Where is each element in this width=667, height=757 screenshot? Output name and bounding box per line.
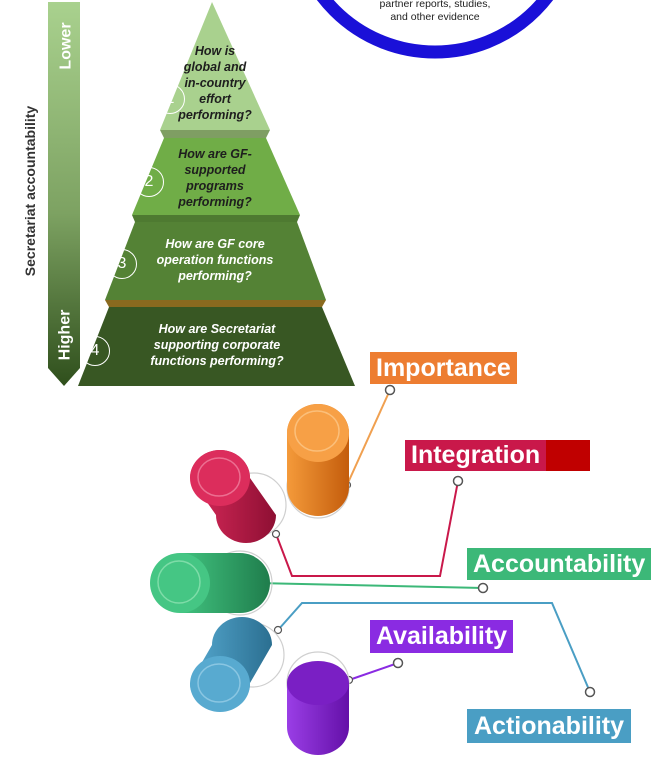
availability-cylinder bbox=[286, 651, 350, 755]
tier-4-number: 4 bbox=[80, 336, 110, 366]
tier-2-question-line: How are GF- bbox=[178, 147, 252, 161]
tier-4-question: How are Secretariat supporting corporate… bbox=[137, 321, 297, 369]
evidence-ring bbox=[316, 0, 554, 59]
tier-1-edge bbox=[160, 130, 270, 138]
integration-cylinder bbox=[190, 450, 287, 543]
actionability-node-start bbox=[273, 625, 283, 635]
actionability-node-end bbox=[584, 686, 596, 698]
principle-label-importance: Importance bbox=[370, 352, 517, 384]
tier-1-question-line: global and bbox=[183, 60, 247, 74]
principle-label-integration: Integration bbox=[405, 440, 590, 471]
integration-node-start bbox=[271, 529, 281, 539]
evidence-text-line2: and other evidence bbox=[390, 11, 480, 23]
accountability-connector bbox=[255, 582, 484, 589]
principle-label-accountability: Accountability bbox=[467, 548, 652, 580]
tier-1-number: 1 bbox=[155, 84, 185, 114]
tier-4-question-line: functions performing? bbox=[150, 354, 284, 368]
actionability-connector bbox=[277, 602, 591, 693]
tier-2-edge bbox=[132, 215, 300, 222]
evidence-circle-text: partner reports, studies, and other evid… bbox=[335, 0, 535, 24]
tier-2-question-line: programs bbox=[186, 179, 244, 193]
tier-3-question: How are GF core operation functions perf… bbox=[140, 236, 290, 284]
actionability-cylinder bbox=[190, 617, 285, 712]
tier-3-question-line: performing? bbox=[178, 269, 252, 283]
availability-node-end bbox=[392, 657, 404, 669]
availability-connector bbox=[348, 662, 399, 681]
tier-3-shape bbox=[105, 222, 326, 300]
integration-connector bbox=[275, 480, 459, 577]
tier-2-question: How are GF- supported programs performin… bbox=[160, 146, 270, 210]
tier-1-question: How is global and in-country effort perf… bbox=[165, 43, 265, 123]
importance-cylinder bbox=[286, 404, 350, 519]
tier-4-question-line: How are Secretariat bbox=[158, 322, 276, 336]
tier-1-question-line: in-country bbox=[184, 76, 246, 90]
importance-connector bbox=[346, 389, 391, 486]
tier-3-question-line: operation functions bbox=[156, 253, 274, 267]
principle-label-actionability: Actionability bbox=[467, 709, 632, 743]
tier-2-number: 2 bbox=[134, 167, 164, 197]
importance-node-end bbox=[384, 384, 396, 396]
tier-1-question-line: How is bbox=[194, 44, 236, 58]
accountability-node-end bbox=[477, 582, 489, 594]
principle-label-integration-text: Integration bbox=[405, 440, 547, 471]
integration-node-end bbox=[452, 475, 464, 487]
tier-2-shape bbox=[132, 138, 300, 215]
evidence-text-line1: partner reports, studies, bbox=[379, 0, 491, 10]
tier-2-question-line: supported bbox=[184, 163, 246, 177]
tier-3-question-line: How are GF core bbox=[165, 237, 265, 251]
accountability-arrow bbox=[48, 2, 80, 386]
tier-4-question-line: supporting corporate bbox=[153, 338, 281, 352]
principle-label-availability: Availability bbox=[370, 620, 514, 653]
accountability-cylinder bbox=[150, 550, 273, 616]
tier-3-number: 3 bbox=[107, 249, 137, 279]
tier-4-shape bbox=[78, 307, 355, 386]
tier-2-question-line: performing? bbox=[178, 195, 252, 209]
tier-1-shape bbox=[160, 2, 270, 130]
tier-1-question-line: performing? bbox=[178, 108, 252, 122]
tier-1-question-line: effort bbox=[199, 92, 231, 106]
tier-3-edge bbox=[105, 300, 326, 307]
